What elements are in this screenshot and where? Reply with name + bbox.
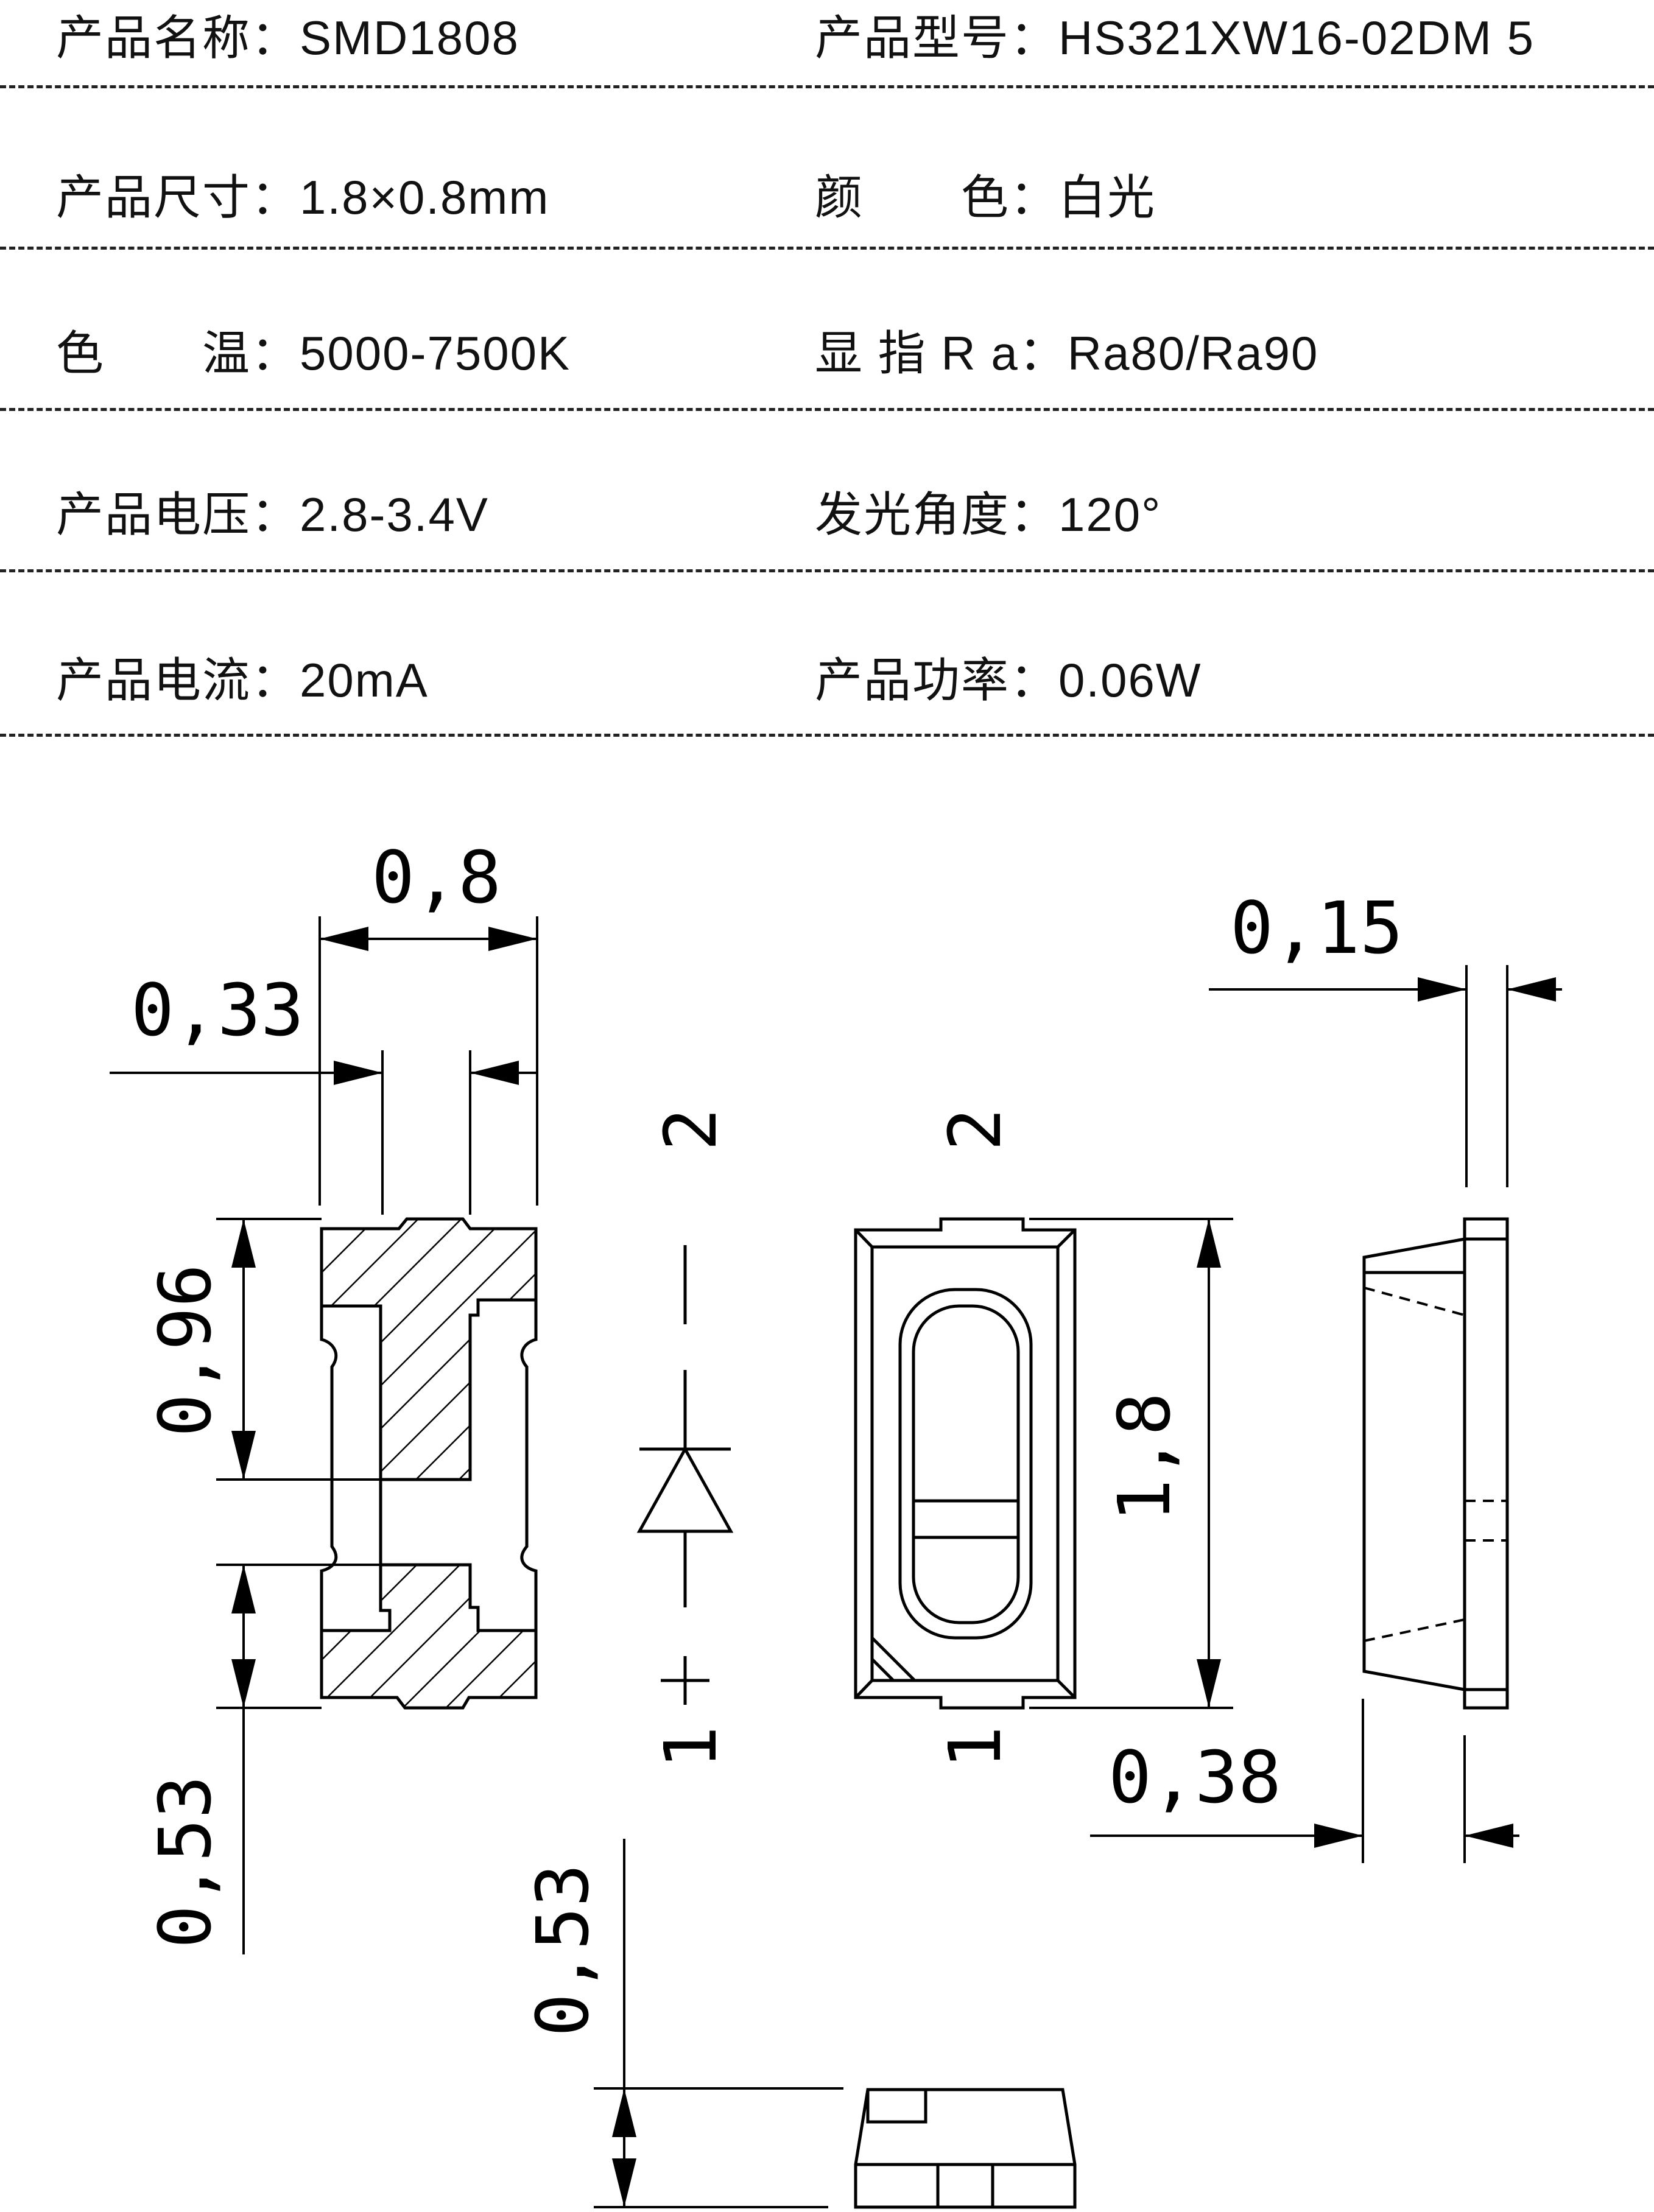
divider [0, 408, 1654, 411]
spec-row: 产品名称：SMD1808 产品型号：HS321XW16-02DM 5 [0, 0, 1654, 67]
package-top-view [854, 1217, 1077, 1710]
diode-pin-1: 1 [649, 1726, 733, 1769]
dim-pad-width [110, 1050, 536, 1215]
dim-width-top [318, 916, 538, 1206]
dimension-drawing: 0,8 0,33 0,96 0,53 2 1 [110, 835, 1562, 2209]
dim-pad-width-label: 0,33 [131, 968, 304, 1052]
diode-symbol [636, 1245, 734, 1705]
spec-cri: 显 指 R a：Ra80/Ra90 [815, 326, 1319, 380]
dim-lower-height [216, 1564, 381, 1954]
dim-side-thickness [1209, 965, 1562, 1187]
divider [0, 85, 1654, 88]
spec-row: 产品尺寸：1.8×0.8mm 颜 色：白光 [0, 160, 1654, 226]
package-end-view [854, 2088, 1077, 2209]
dim-length-label: 1,8 [1102, 1392, 1186, 1522]
spec-product-name: 产品名称：SMD1808 [56, 11, 519, 65]
spec-current: 产品电流：20mA [56, 653, 429, 707]
footprint-view [320, 1217, 538, 1710]
diode-pin-2: 2 [649, 1108, 733, 1151]
spec-color-temp: 色 温：5000-7500K [56, 326, 571, 380]
spec-row: 产品电流：20mA 产品功率：0.06W [0, 642, 1654, 709]
spec-row: 产品电压：2.8-3.4V 发光角度：120° [0, 477, 1654, 544]
spec-row: 色 温：5000-7500K 显 指 R a：Ra80/Ra90 [0, 315, 1654, 382]
spec-angle: 发光角度：120° [815, 488, 1162, 541]
package-pin-1: 1 [933, 1726, 1017, 1769]
dim-lower-height-label: 0,53 [143, 1775, 227, 1948]
dim-pad-height-label: 0,96 [143, 1264, 227, 1437]
spec-color: 颜 色：白光 [815, 170, 1156, 224]
bottom-pad [320, 1563, 538, 1710]
divider [0, 734, 1654, 737]
top-pad [320, 1217, 538, 1481]
dim-bottom-height-label: 0,53 [521, 1864, 605, 2037]
dim-pad-height [216, 1218, 381, 1481]
divider [0, 247, 1654, 250]
spec-table: 产品名称：SMD1808 产品型号：HS321XW16-02DM 5 产品尺寸：… [0, 0, 1654, 749]
package-pin-2: 2 [933, 1108, 1017, 1151]
divider [0, 569, 1654, 572]
spec-power: 产品功率：0.06W [815, 653, 1202, 707]
spec-voltage: 产品电压：2.8-3.4V [56, 488, 489, 541]
dim-width-top-label: 0,8 [371, 835, 501, 919]
dim-length [1029, 1218, 1233, 1709]
dim-side-depth [1090, 1699, 1519, 1863]
spec-size: 产品尺寸：1.8×0.8mm [56, 170, 550, 224]
package-side-view [1362, 1217, 1509, 1710]
spec-model: 产品型号：HS321XW16-02DM 5 [815, 11, 1535, 65]
dim-side-depth-label: 0,38 [1108, 1735, 1281, 1819]
footprint-outline [320, 1306, 338, 1631]
dim-side-thickness-label: 0,15 [1230, 886, 1403, 970]
dim-bottom-height [594, 1839, 843, 2208]
